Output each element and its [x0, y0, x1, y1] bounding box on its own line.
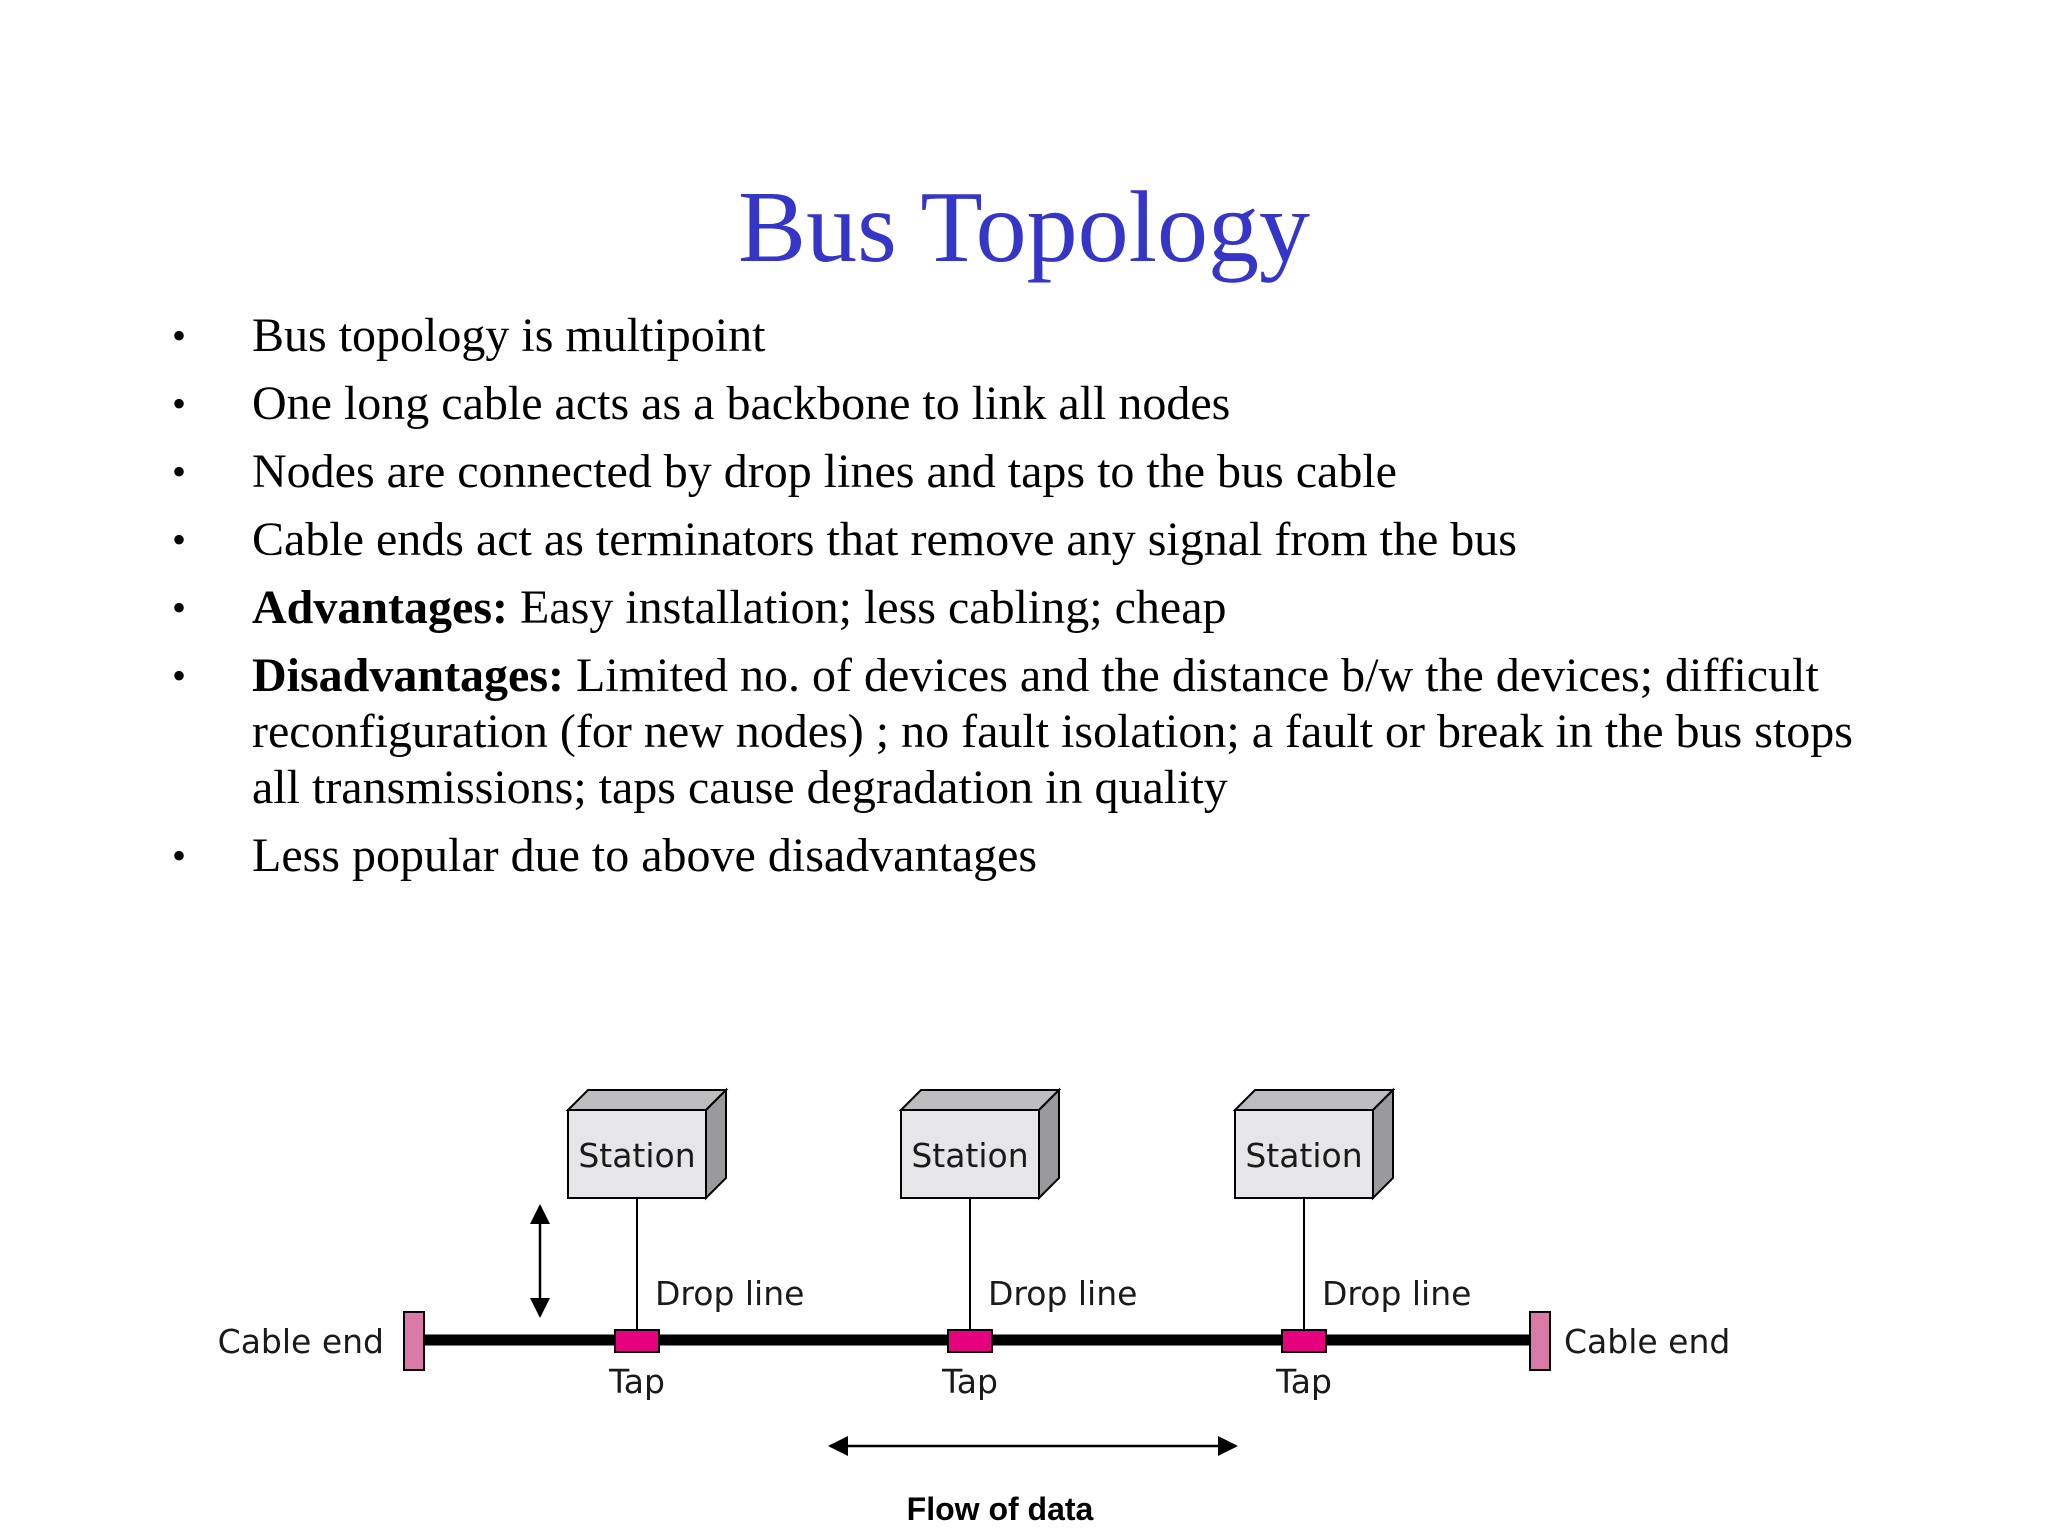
bullet-item: • Nodes are connected by drop lines and …: [172, 444, 1892, 500]
bullet-item-advantages: • Advantages: Easy installation; less ca…: [172, 580, 1892, 636]
tap: [1281, 1329, 1327, 1353]
station-top-face: [1232, 1089, 1396, 1111]
station-top-face: [565, 1089, 729, 1111]
station-node: Station Drop line Tap: [1232, 1087, 1471, 1401]
station-side-face: [1372, 1087, 1394, 1201]
station-box: [900, 1109, 1040, 1199]
tap-label: Tap: [941, 1362, 998, 1401]
bullet-item-disadvantages: • Disadvantages: Limited no. of devices …: [172, 648, 1892, 816]
cable-end-left-label: Cable end: [218, 1322, 384, 1361]
station-label: Station: [1245, 1136, 1362, 1175]
drop-line-label: Drop line: [655, 1274, 804, 1313]
bullet-item: • One long cable acts as a backbone to l…: [172, 376, 1892, 432]
bullet-text: Easy installation; less cabling; cheap: [508, 581, 1227, 634]
drop-line-label: Drop line: [1322, 1274, 1471, 1313]
bullet-dot: •: [172, 381, 187, 426]
cable-end-right-label: Cable end: [1564, 1322, 1730, 1361]
slide-title: Bus Topology: [738, 171, 1310, 284]
station-node: Station Drop line Tap: [898, 1087, 1137, 1401]
bullet-dot: •: [172, 585, 187, 630]
bullet-text: Cable ends act as terminators that remov…: [252, 513, 1517, 566]
bullet-dot: •: [172, 449, 187, 494]
bullet-list: • Bus topology is multipoint • One long …: [172, 308, 1892, 896]
station-box: [567, 1109, 707, 1199]
station-label: Station: [911, 1136, 1028, 1175]
station-top-face: [898, 1089, 1062, 1111]
station-side-face: [1038, 1087, 1060, 1201]
bullet-item: • Less popular due to above disadvantage…: [172, 828, 1892, 884]
tap: [947, 1329, 993, 1353]
flow-of-data-label: Flow of data: [907, 1491, 1094, 1527]
bullet-text: Bus topology is multipoint: [252, 309, 766, 362]
cable-end-right: [1529, 1311, 1551, 1371]
bullet-item: • Bus topology is multipoint: [172, 308, 1892, 364]
bullet-dot: •: [172, 517, 187, 562]
bullet-dot: •: [172, 313, 187, 358]
station-side-face: [705, 1087, 727, 1201]
bullet-text: Limited no. of devices and the distance …: [252, 649, 1853, 814]
bullet-text: One long cable acts as a backbone to lin…: [252, 377, 1231, 430]
bullet-dot: •: [172, 833, 187, 878]
cable-end-left: [403, 1311, 425, 1371]
bullet-dot: •: [172, 653, 187, 698]
station-label: Station: [578, 1136, 695, 1175]
bullet-text: Nodes are connected by drop lines and ta…: [252, 445, 1397, 498]
disadvantages-lead: Disadvantages:: [252, 649, 565, 702]
station-box: [1234, 1109, 1374, 1199]
bullet-text: Less popular due to above disadvantages: [252, 829, 1038, 882]
drop-line-label: Drop line: [988, 1274, 1137, 1313]
advantages-lead: Advantages:: [252, 581, 509, 634]
bullet-item: • Cable ends act as terminators that rem…: [172, 512, 1892, 568]
station-node: Station Drop line Tap: [565, 1087, 804, 1401]
tap-label: Tap: [1275, 1362, 1332, 1401]
tap-label: Tap: [608, 1362, 665, 1401]
tap: [614, 1329, 660, 1353]
